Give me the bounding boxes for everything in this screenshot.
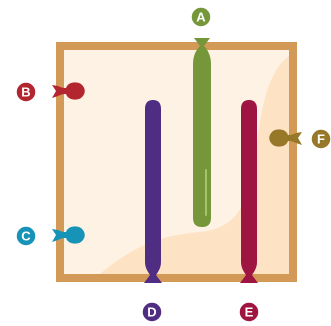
rod-a-body	[193, 38, 211, 227]
badge-b: B	[15, 81, 37, 103]
badge-c-circle	[15, 225, 37, 247]
badge-d-label: D	[147, 305, 156, 320]
badge-f: F	[310, 128, 331, 150]
peg-b[interactable]	[52, 82, 85, 100]
badge-c-label: C	[21, 229, 31, 244]
peg-c[interactable]	[52, 226, 85, 244]
badge-e-circle	[238, 301, 260, 323]
rod-d-body	[144, 100, 162, 283]
badge-f-label: F	[317, 132, 325, 147]
peg-b-body	[52, 82, 85, 100]
peg-f[interactable]	[269, 129, 302, 147]
rod-a[interactable]	[193, 38, 211, 227]
badge-d-circle	[141, 301, 163, 323]
rod-e[interactable]	[240, 100, 258, 283]
badge-c: C	[15, 225, 37, 247]
board	[56, 42, 297, 282]
badge-e: E	[238, 301, 260, 323]
badge-d: D	[141, 301, 163, 323]
badge-b-circle	[15, 81, 37, 103]
peg-f-body	[269, 129, 302, 147]
badge-a-circle	[190, 6, 212, 28]
rod-d[interactable]	[144, 100, 162, 283]
badge-a-label: A	[196, 10, 206, 25]
badge-e-label: E	[245, 305, 254, 320]
rod-e-body	[240, 100, 258, 283]
badge-a: A	[190, 6, 212, 28]
badge-f-circle	[310, 128, 331, 150]
peg-c-body	[52, 226, 85, 244]
badge-b-label: B	[21, 85, 30, 100]
